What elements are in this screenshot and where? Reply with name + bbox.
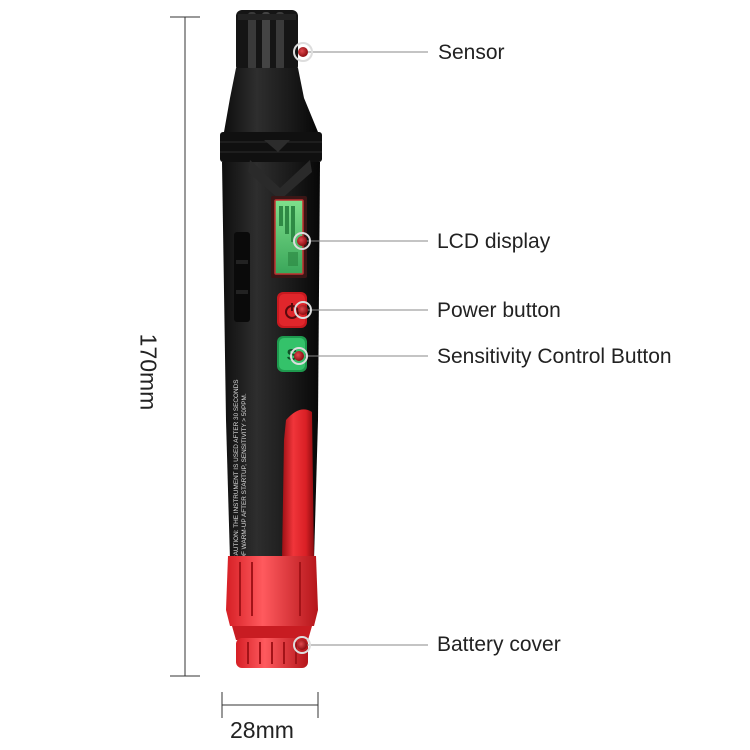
power-button[interactable] xyxy=(277,292,307,328)
marker-dot xyxy=(294,351,304,361)
marker-dot xyxy=(297,640,307,650)
lcd-display-label: LCD display xyxy=(437,230,551,253)
red-accent-panel xyxy=(282,409,314,560)
marker-dot xyxy=(298,305,308,315)
lcd-display xyxy=(271,196,307,278)
side-grip xyxy=(234,232,250,322)
sensitivity-key-glyph: S xyxy=(287,347,298,364)
sensor-cone xyxy=(224,68,318,132)
callout-sensitivity xyxy=(290,347,428,365)
sensor-head xyxy=(236,10,298,72)
marker-dot xyxy=(298,47,308,57)
sensitivity-button-label: Sensitivity Control Button xyxy=(437,345,672,368)
height-dimension xyxy=(170,16,200,677)
power-icon xyxy=(285,303,299,319)
body-collar xyxy=(220,132,322,162)
battery-cover xyxy=(226,556,318,668)
callout-sensor xyxy=(293,42,428,62)
height-dimension-label: 170mm xyxy=(135,333,162,411)
width-dimension-label: 28mm xyxy=(230,717,294,743)
callout-power xyxy=(294,301,428,319)
power-button-label: Power button xyxy=(437,299,561,322)
sensor-label: Sensor xyxy=(438,41,505,64)
callout-battery xyxy=(293,636,428,654)
marker-dot xyxy=(297,236,307,246)
chevron-ridge xyxy=(248,160,312,200)
warning-text: CAUTION: THE INSTRUMENT IS USED AFTER 30… xyxy=(233,378,248,560)
battery-cover-label: Battery cover xyxy=(437,633,561,656)
width-dimension xyxy=(221,692,319,718)
callout-lcd xyxy=(293,232,428,250)
